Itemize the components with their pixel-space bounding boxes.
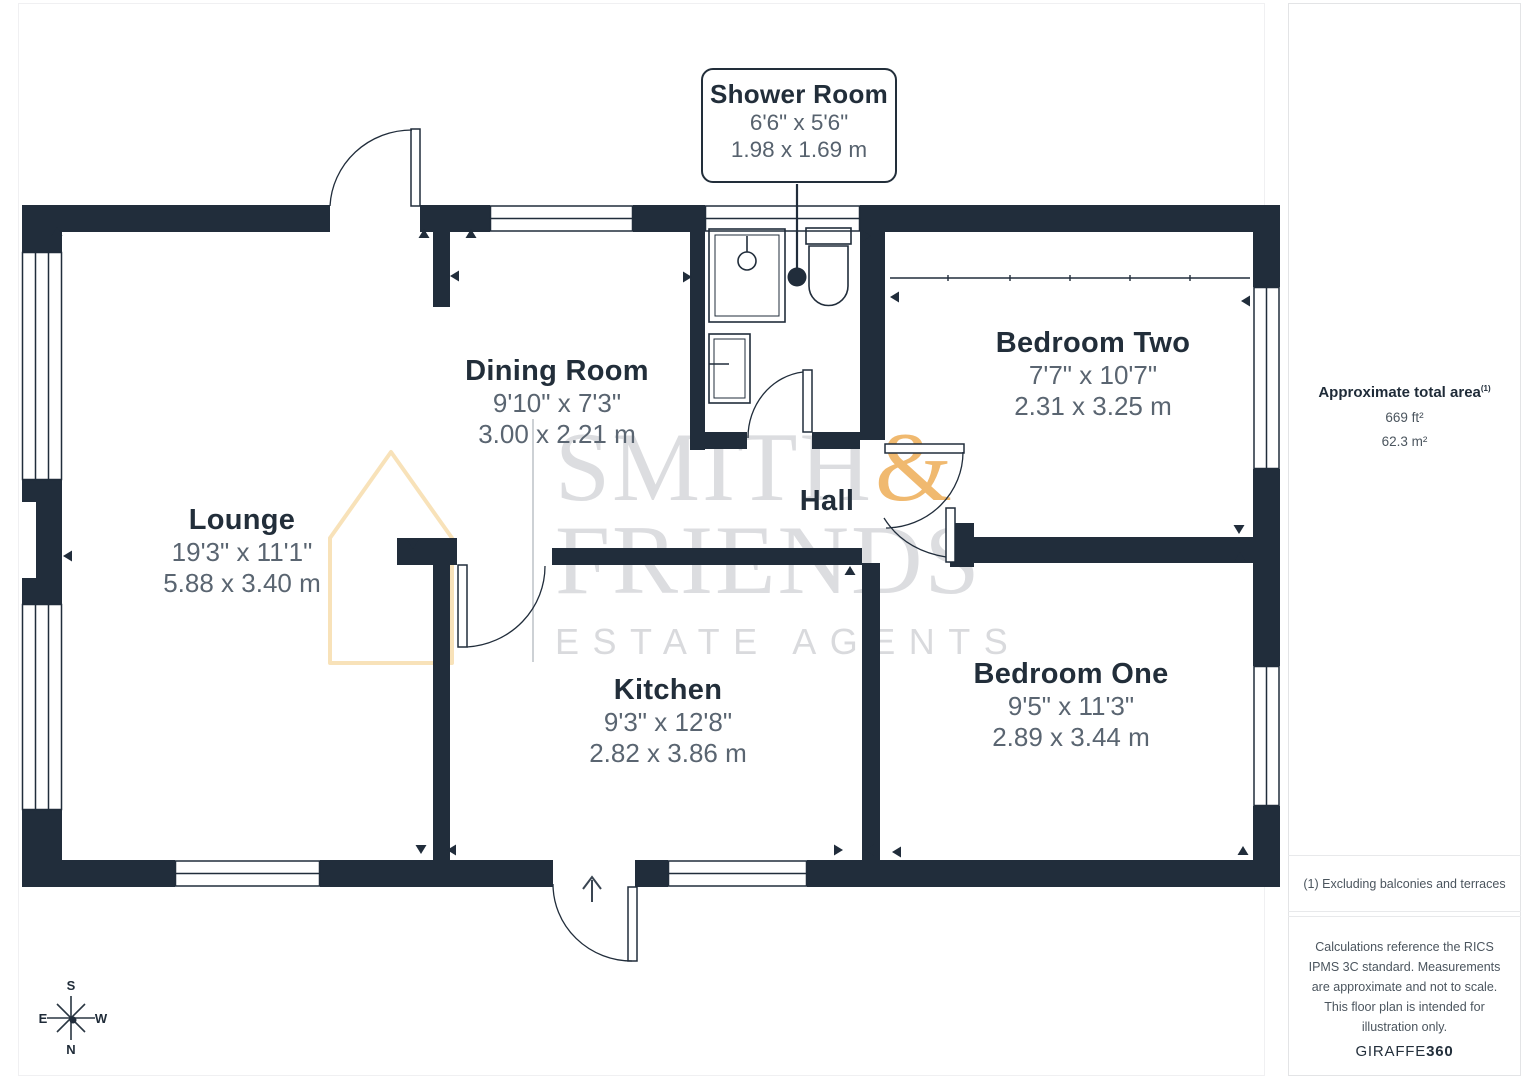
total-area-sqft: 669 ft² <box>1385 410 1424 425</box>
room-dimensions-metric: 2.89 x 3.44 m <box>992 722 1150 752</box>
room-dimensions-imperial: 7'7" x 10'7" <box>1028 360 1158 390</box>
total-area-sqm: 62.3 m² <box>1381 434 1428 449</box>
bedroom-two-door <box>884 443 965 529</box>
room-name: Bedroom One <box>973 658 1169 690</box>
info-sidebar: Approximate total area(1) 669 ft² 62.3 m… <box>1288 3 1521 1076</box>
entrance-door <box>552 883 638 962</box>
window-bottom-lounge <box>174 860 321 887</box>
disclaimer-card: Calculations reference the RICS IPMS 3C … <box>1288 916 1521 1076</box>
walls <box>22 205 1280 887</box>
shower-room-door <box>747 369 813 439</box>
footnote-card: (1) Excluding balconies and terraces <box>1288 855 1521 912</box>
compass-east: E <box>39 1011 48 1026</box>
room-dimensions-imperial: 9'3" x 12'8" <box>603 707 733 737</box>
house-outline-icon <box>328 450 454 665</box>
compass-north: N <box>66 1042 75 1057</box>
windows <box>21 205 1280 887</box>
bedroom-one-door <box>883 507 956 563</box>
room-name: Bedroom Two <box>995 327 1191 359</box>
room-dimensions-metric: 5.88 x 3.40 m <box>163 568 321 598</box>
compass-south: S <box>67 978 76 993</box>
entrance-arrow-icon <box>582 875 602 902</box>
total-area-block: Approximate total area(1) 669 ft² 62.3 m… <box>1289 384 1520 449</box>
room-dimensions-imperial: 19'3" x 11'1" <box>171 537 313 567</box>
window-top-dining <box>489 205 634 232</box>
compass-rose: S N E W <box>39 978 108 1057</box>
wardrobe-rail <box>890 275 1250 281</box>
kitchen-door <box>457 564 546 648</box>
room-label-bedroom-two: Bedroom Two 7'7" x 10'7" 2.31 x 3.25 m <box>943 326 1243 422</box>
fixtures <box>708 227 1250 404</box>
room-dimensions-imperial: 9'10" x 7'3" <box>492 388 622 418</box>
room-name: Lounge <box>188 504 296 536</box>
room-label-lounge: Lounge 19'3" x 11'1" 5.88 x 3.40 m <box>92 503 392 599</box>
room-dimensions-metric: 2.82 x 3.86 m <box>589 738 747 768</box>
total-area-title: Approximate total area(1) <box>1318 384 1491 401</box>
room-dimensions-imperial: 9'5" x 11'3" <box>1007 691 1135 721</box>
window-right-bedroom-one <box>1253 665 1280 807</box>
watermark-tagline: ESTATE AGENTS <box>555 621 1022 663</box>
callout-room-name: Shower Room <box>709 79 889 109</box>
window-right-bedroom-two <box>1253 286 1280 470</box>
room-label-bedroom-one: Bedroom One 9'5" x 11'3" 2.89 x 3.44 m <box>921 657 1221 753</box>
window-top-shower <box>704 205 861 232</box>
lounge-external-door <box>329 128 421 207</box>
watermark-divider <box>532 419 534 662</box>
dimension-arrows <box>51 227 1250 858</box>
window-left-upper <box>21 251 63 481</box>
callout-dimensions-metric: 1.98 x 1.69 m <box>730 137 868 162</box>
window-left-lower <box>21 603 63 811</box>
room-dimensions-metric: 2.31 x 3.25 m <box>1014 391 1172 421</box>
giraffe360-logo: GIRAFFE360 <box>1355 1043 1454 1060</box>
room-label-kitchen: Kitchen 9'3" x 12'8" 2.82 x 3.86 m <box>518 673 818 769</box>
sink <box>708 333 751 404</box>
room-label-dining-room: Dining Room 9'10" x 7'3" 3.00 x 2.21 m <box>407 354 707 450</box>
callout-pointer <box>787 184 807 287</box>
room-name: Kitchen <box>613 674 723 706</box>
room-dimensions-metric: 3.00 x 2.21 m <box>478 419 636 449</box>
toilet <box>805 227 852 307</box>
compass-west: W <box>95 1011 108 1026</box>
disclaimer-text: Calculations reference the RICS IPMS 3C … <box>1308 940 1501 1034</box>
window-bottom-kitchen <box>667 860 808 887</box>
callout-dimensions-imperial: 6'6" x 5'6" <box>749 110 849 135</box>
shower-tray <box>708 228 786 323</box>
shower-room-callout: Shower Room 6'6" x 5'6" 1.98 x 1.69 m <box>701 68 897 183</box>
doors <box>329 128 965 962</box>
room-name: Hall <box>799 485 855 517</box>
room-name: Dining Room <box>465 355 649 387</box>
watermark-ampersand: & <box>875 413 955 522</box>
footnote-marker: (1) <box>1480 384 1491 393</box>
room-label-hall: Hall <box>752 484 902 518</box>
